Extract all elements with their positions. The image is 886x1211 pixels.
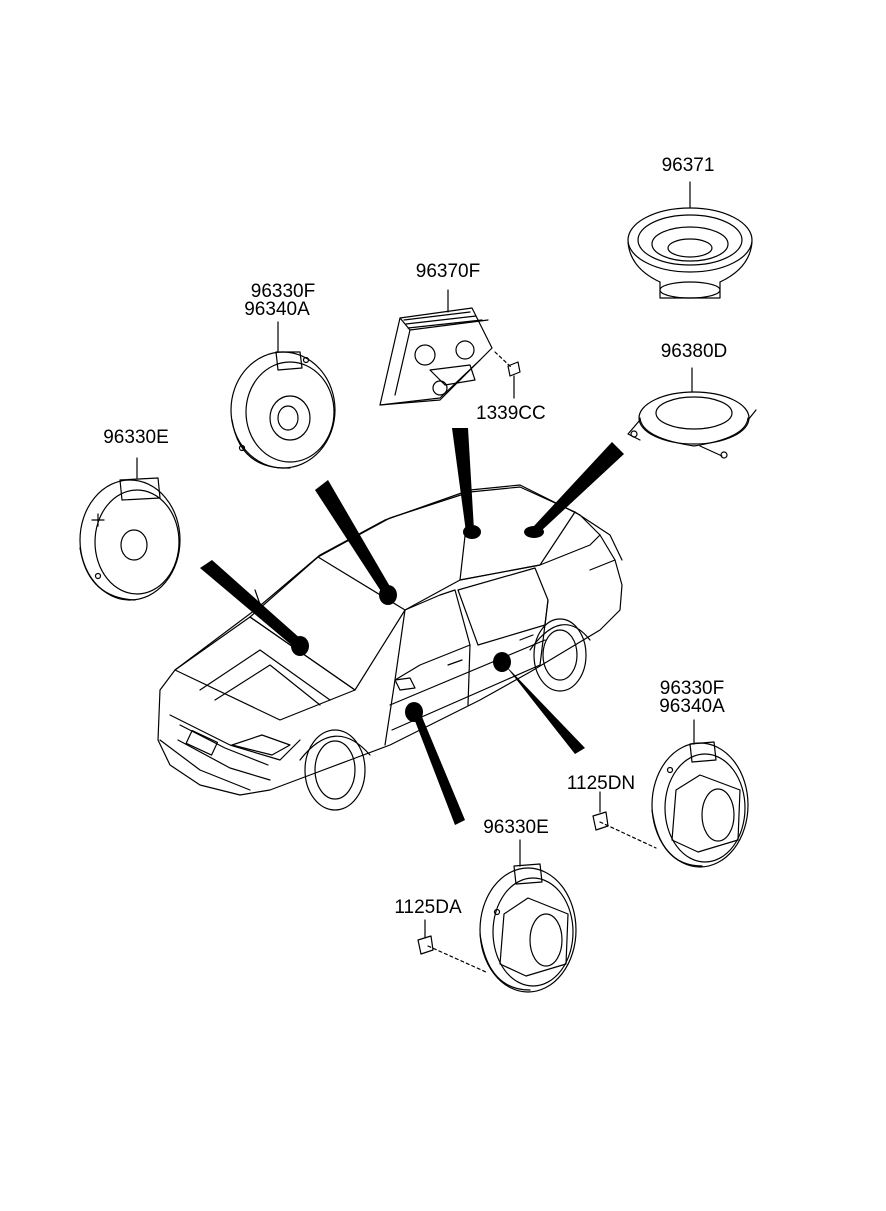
woofer-part [627,181,753,299]
label-96380d: 96380D [660,341,728,362]
label-1339cc: 1339CC [476,403,546,424]
pointer-wedges [200,428,624,825]
label-96340a-upper: 96340A [244,299,310,320]
front-lower-speaker-part [79,457,181,601]
label-1125da: 1125DA [394,897,462,918]
label-96330f-right: 96330F [659,678,725,699]
label-96330f-upper: 96330F [250,281,316,302]
label-96370f: 96370F [415,261,481,282]
tweeter-part [627,367,757,459]
label-96340a-right: 96340A [659,696,725,717]
label-96371: 96371 [661,155,715,176]
amplifier-part [379,289,521,406]
rear-door-speaker-part [417,839,577,993]
rear-right-speaker-part [592,719,749,868]
front-door-speaker-part [230,321,336,469]
label-96330e-bottom: 96330E [483,817,549,838]
label-96330e-left: 96330E [103,427,169,448]
label-1125dn: 1125DN [566,773,636,794]
car-outline [157,484,623,811]
